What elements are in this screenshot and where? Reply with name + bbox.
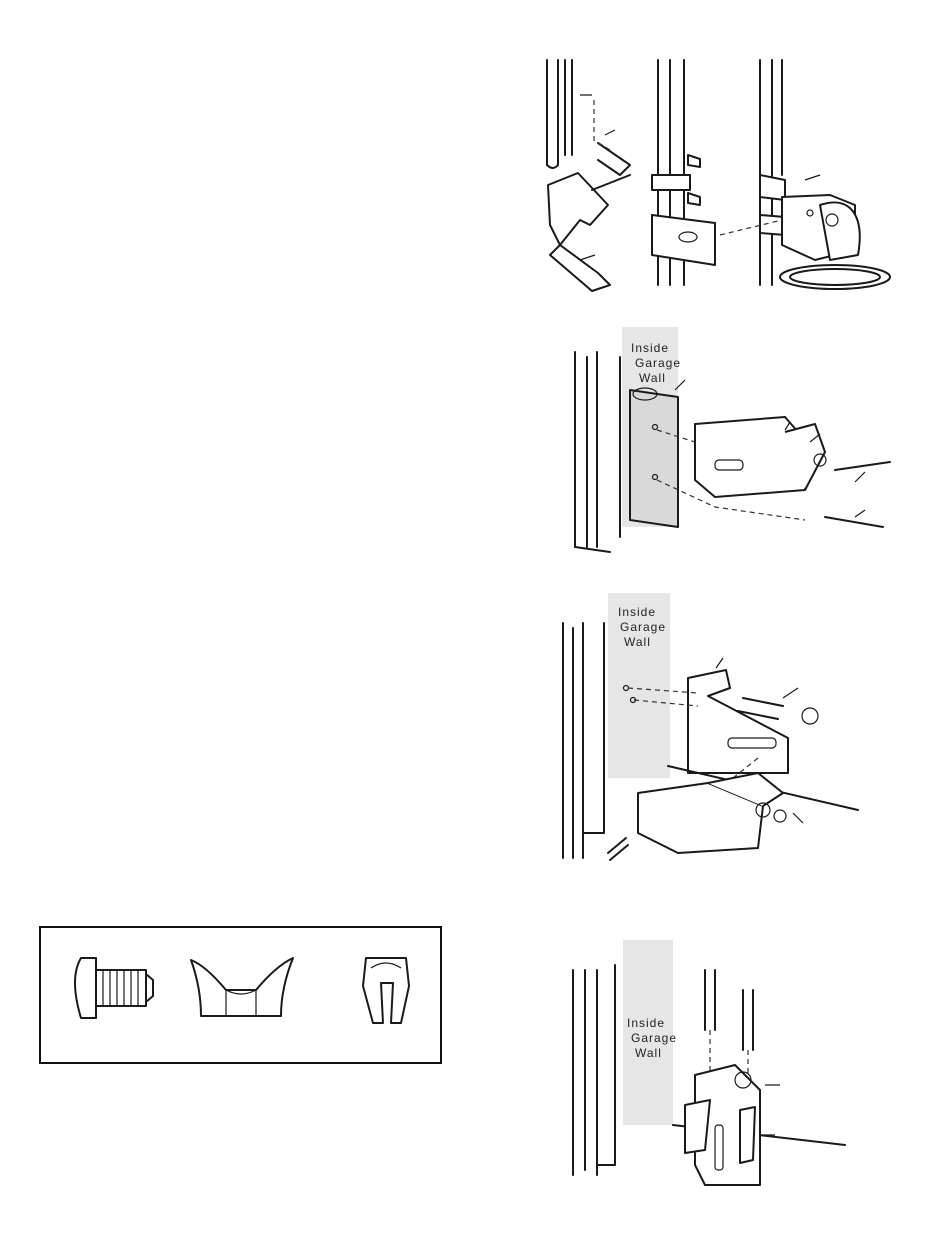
- wall-label-line-1: Inside: [631, 341, 669, 355]
- track-middle: [652, 60, 715, 285]
- wire-clip-icon: [363, 958, 409, 1023]
- wall-label-line-2: Garage: [631, 1031, 677, 1045]
- hardware-box: [39, 926, 442, 1064]
- wall-label-line-2: Garage: [635, 356, 681, 370]
- rail-bracket-assembly-figure: [520, 55, 900, 295]
- wall-label-line-1: Inside: [618, 605, 656, 619]
- sensor-extension-mount-figure: Inside Garage Wall: [548, 588, 918, 878]
- carriage-bolt-icon: [75, 958, 153, 1018]
- track-left: [547, 60, 572, 168]
- wall-label-line-1: Inside: [627, 1016, 665, 1030]
- sensor-wall-mount-figure: Inside Garage Wall: [565, 322, 905, 557]
- wall-label-line-2: Garage: [620, 620, 666, 634]
- wing-nut-icon: [191, 958, 293, 1016]
- wall-label-line-3: Wall: [639, 371, 666, 385]
- track-right: [720, 60, 890, 289]
- wall-label-line-3: Wall: [624, 635, 651, 649]
- sensor-floor-mount-figure: Inside Garage Wall: [555, 935, 885, 1205]
- bracket-exploded: [548, 95, 630, 291]
- wall-label-line-3: Wall: [635, 1046, 662, 1060]
